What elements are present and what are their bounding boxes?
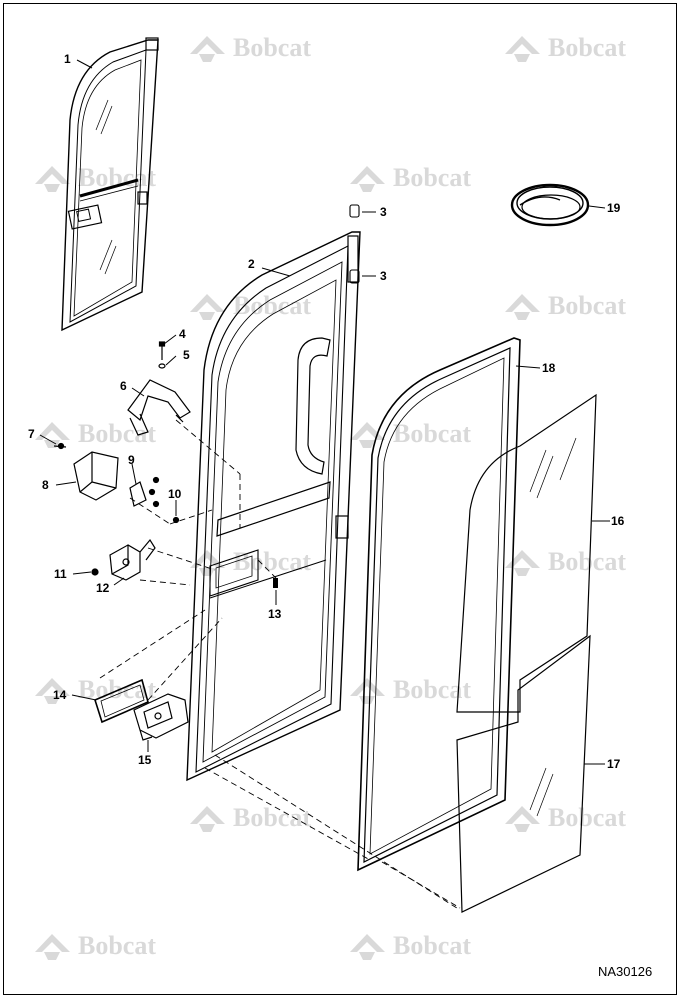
callout-4: 4 — [179, 327, 186, 341]
callout-3-top: 3 — [380, 205, 387, 219]
callout-13: 13 — [268, 607, 282, 621]
leader-lines — [39, 59, 610, 765]
callout-6: 6 — [120, 379, 127, 393]
callout-labels: 1 2 3 3 4 5 6 7 8 9 10 11 12 13 14 15 16… — [28, 52, 625, 771]
watermark-text: Bobcat — [233, 291, 311, 320]
callout-1: 1 — [64, 52, 71, 66]
watermark-text: Bobcat — [548, 33, 626, 62]
watermark-text: Bobcat — [78, 163, 156, 192]
callout-19: 19 — [607, 201, 621, 215]
watermark-text: Bobcat — [548, 803, 626, 832]
watermark: Bobcat — [350, 675, 471, 704]
diagram-frame — [3, 3, 677, 995]
reference-code: NA30126 — [598, 964, 652, 979]
callout-17: 17 — [607, 757, 621, 771]
watermark-text: Bobcat — [393, 931, 471, 960]
callout-12: 12 — [96, 581, 110, 595]
callout-3-bottom: 3 — [380, 269, 387, 283]
watermark: Bobcat — [350, 163, 471, 192]
callout-9: 9 — [128, 453, 135, 467]
watermark: Bobcat — [505, 547, 626, 576]
watermark: Bobcat — [505, 803, 626, 832]
callout-10: 10 — [168, 487, 182, 501]
watermark: Bobcat — [190, 547, 311, 576]
callout-8: 8 — [42, 478, 49, 492]
seal-coil — [510, 183, 590, 227]
door-seal — [357, 337, 521, 872]
assembly-guide-lines — [99, 419, 461, 911]
callout-15: 15 — [138, 753, 152, 767]
callout-7: 7 — [28, 427, 35, 441]
lower-glass — [456, 634, 591, 913]
watermark-text: Bobcat — [233, 547, 311, 576]
watermark: Bobcat — [190, 33, 311, 62]
watermark-text: Bobcat — [393, 419, 471, 448]
watermark: Bobcat — [350, 931, 471, 960]
watermark-text: Bobcat — [393, 163, 471, 192]
watermark: Bobcat — [35, 675, 156, 704]
watermark: Bobcat — [505, 33, 626, 62]
upper-glass — [456, 393, 597, 713]
hardware-parts — [53, 341, 278, 741]
callout-5: 5 — [183, 348, 190, 362]
watermark: Bobcat — [190, 291, 311, 320]
callout-2: 2 — [248, 257, 255, 271]
watermark: Bobcat — [190, 803, 311, 832]
callout-14: 14 — [53, 688, 67, 702]
door-assembly-small — [61, 37, 159, 332]
watermark-text: Bobcat — [233, 803, 311, 832]
watermark-layer: Bobcat Bobcat Bobcat Bobcat Bobcat Bobca… — [35, 33, 626, 960]
door-frame — [186, 204, 361, 782]
watermark-text: Bobcat — [233, 33, 311, 62]
watermark: Bobcat — [35, 163, 156, 192]
callout-11: 11 — [54, 567, 67, 581]
callout-18: 18 — [542, 361, 556, 375]
watermark: Bobcat — [350, 419, 471, 448]
watermark-text: Bobcat — [78, 931, 156, 960]
watermark: Bobcat — [35, 419, 156, 448]
watermark-text: Bobcat — [548, 547, 626, 576]
watermark: Bobcat — [505, 291, 626, 320]
watermark: Bobcat — [35, 931, 156, 960]
watermark-text: Bobcat — [548, 291, 626, 320]
callout-16: 16 — [611, 514, 625, 528]
